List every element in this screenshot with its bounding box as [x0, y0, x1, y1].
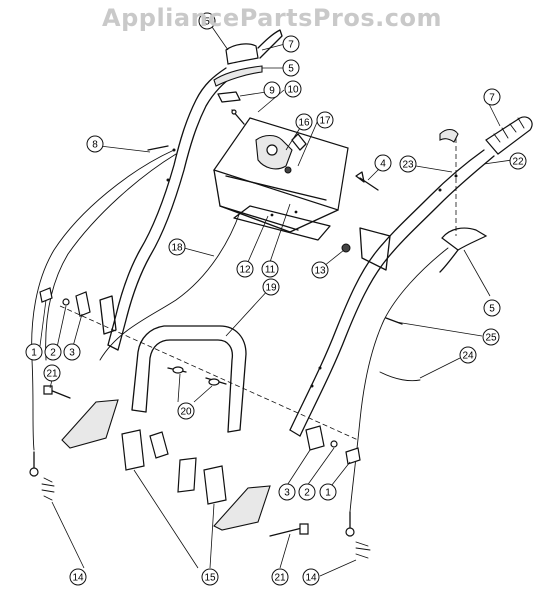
callout-label: 5 [489, 304, 495, 315]
right-grip [485, 116, 533, 155]
callout: 2 [298, 483, 316, 501]
callout: 3 [278, 483, 296, 501]
callout-label: 15 [204, 573, 216, 584]
callout: 7 [483, 88, 501, 106]
callout: 1 [319, 483, 337, 501]
callout-label: 22 [512, 157, 524, 168]
callout: 22 [509, 152, 527, 170]
callout-label: 14 [305, 573, 317, 584]
callout: 11 [261, 260, 279, 278]
callout: 15 [201, 568, 219, 586]
left-handle-tube [99, 67, 237, 351]
spring-14-left [29, 451, 55, 501]
cable-25 [349, 247, 449, 513]
callout-label: 14 [72, 573, 84, 584]
tubes-15 [121, 429, 227, 505]
callout: 21 [271, 568, 289, 586]
callout-label: 21 [274, 573, 286, 584]
callout-label: 23 [402, 160, 414, 171]
callout: 16 [295, 113, 313, 131]
callout: 5 [282, 59, 300, 77]
callout: 12 [236, 260, 254, 278]
leader-lines [39, 23, 513, 577]
callout-label: 1 [31, 348, 37, 359]
lower-handle-bail [131, 325, 247, 433]
callout: 5 [483, 299, 501, 317]
callout-label: 3 [284, 488, 290, 499]
callout: 13 [311, 261, 329, 279]
callout-label: 4 [380, 159, 386, 170]
panel-cover [233, 205, 331, 241]
callout: 25 [482, 328, 500, 346]
left-clutch-lever [213, 29, 283, 103]
bolt-4 [355, 171, 379, 191]
callout: 14 [302, 568, 320, 586]
callout-label: 2 [304, 488, 310, 499]
callout: 4 [374, 154, 392, 172]
spacer-tubes-20 [167, 366, 227, 386]
callout: 1 [25, 343, 43, 361]
callout: 9 [263, 81, 281, 99]
cable-8 [31, 145, 177, 451]
callout-label: 20 [180, 407, 192, 418]
right-handle-tube [289, 149, 495, 437]
assembly-axis-line [59, 305, 359, 441]
cable-18 [99, 211, 241, 361]
callout: 8 [86, 135, 104, 153]
callout-label: 5 [288, 64, 294, 75]
callout: 24 [459, 346, 477, 364]
callout-label: 7 [288, 40, 294, 51]
right-clip-parts [305, 425, 361, 465]
callout-label: 2 [50, 348, 56, 359]
cable-24 [379, 371, 421, 382]
callout-label: 17 [319, 116, 331, 127]
callout-label: 1 [325, 488, 331, 499]
left-clip-parts [39, 287, 91, 317]
callout: 7 [282, 35, 300, 53]
callout-label: 8 [92, 140, 98, 151]
callout: 17 [316, 111, 334, 129]
callout: 2 [44, 343, 62, 361]
callout: 20 [177, 402, 195, 420]
callout: 10 [284, 80, 302, 98]
callout-label: 9 [269, 86, 275, 97]
right-bracket-plate [359, 227, 391, 271]
callout-label: 10 [287, 85, 299, 96]
callout-label: 16 [298, 118, 310, 129]
right-mount-bracket [213, 485, 271, 531]
callout-label: 21 [46, 369, 58, 380]
callout-label: 13 [314, 266, 326, 277]
callout-label: 24 [462, 351, 474, 362]
callout-label: 25 [485, 333, 497, 344]
callout: 19 [262, 278, 280, 296]
callout-label: 11 [265, 265, 276, 276]
callout-label: 18 [171, 243, 183, 254]
callout-label: 12 [239, 265, 251, 276]
callout: 21 [43, 364, 61, 382]
callout-label: 7 [489, 93, 495, 104]
bolt-21-bottom [269, 523, 309, 537]
callout: 5 [198, 12, 216, 30]
left-mount-bracket [61, 399, 119, 449]
bolt-21-left [43, 385, 71, 399]
callout: 23 [399, 155, 417, 173]
callout-label: 3 [69, 348, 75, 359]
control-panel [213, 109, 349, 233]
spring-14-right [345, 511, 371, 559]
callout: 18 [168, 238, 186, 256]
callout: 14 [69, 568, 87, 586]
callout-label: 19 [265, 283, 277, 294]
callout: 3 [63, 343, 81, 361]
callout-label: 5 [204, 17, 210, 28]
right-clutch-lever [439, 128, 488, 273]
